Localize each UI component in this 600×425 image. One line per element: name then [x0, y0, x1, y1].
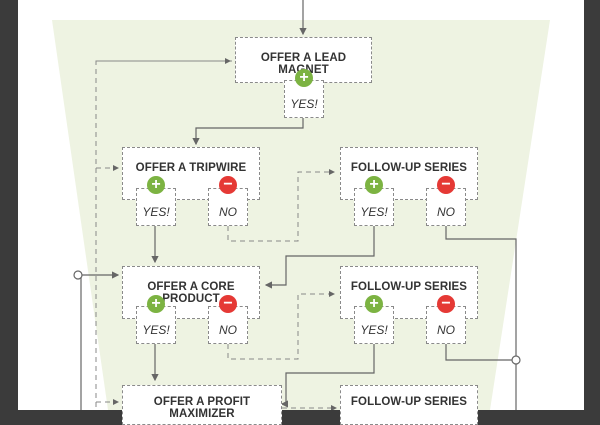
node-title: OFFER A CORE PRODUCT	[147, 281, 235, 305]
diagram-stage: OFFER A LEAD MAGNET YES! + OFFER A TRIPW…	[18, 0, 584, 425]
node-title: FOLLOW-UP SERIES	[350, 281, 468, 293]
connector-followup2-yes-to-profit	[280, 344, 375, 408]
followup1-no-branch: NO	[426, 188, 466, 226]
node-title: OFFER A PROFIT MAXIMIZER	[153, 396, 251, 420]
minus-icon: −	[219, 176, 237, 194]
minus-icon: −	[437, 176, 455, 194]
connector-followup1-no-exit	[445, 226, 517, 410]
connector-followup2-no-exit	[445, 344, 516, 361]
minus-icon: −	[219, 295, 237, 313]
node-profit-maximizer: OFFER A PROFIT MAXIMIZER	[122, 385, 282, 425]
plus-icon: +	[147, 176, 165, 194]
tripwire-yes-branch: YES!	[136, 188, 176, 226]
no-label: NO	[437, 205, 455, 219]
yes-label: YES!	[142, 205, 170, 219]
no-label: NO	[437, 323, 455, 337]
connector-core-no-to-followup	[227, 291, 335, 360]
no-label: NO	[219, 205, 237, 219]
node-title: OFFER A TRIPWIRE	[135, 162, 247, 174]
no-label: NO	[219, 323, 237, 337]
connector-tripwire-no-to-followup	[227, 169, 335, 242]
yes-label: YES!	[290, 97, 318, 111]
connector-lead-yes-to-tripwire	[192, 118, 304, 146]
lead-magnet-yes-branch: YES!	[284, 80, 324, 118]
yes-label: YES!	[360, 205, 388, 219]
minus-icon: −	[437, 295, 455, 313]
plus-icon: +	[295, 69, 313, 87]
plus-icon: +	[365, 176, 383, 194]
loop-node-right	[511, 355, 521, 365]
loop-node-left	[73, 270, 83, 280]
node-title: FOLLOW-UP SERIES	[350, 396, 468, 408]
yes-label: YES!	[142, 323, 170, 337]
yes-label: YES!	[360, 323, 388, 337]
connector-followup1-yes-to-core	[264, 226, 375, 289]
node-title: FOLLOW-UP SERIES	[350, 162, 468, 174]
node-followup-series-3: FOLLOW-UP SERIES	[340, 385, 478, 425]
plus-icon: +	[147, 295, 165, 313]
plus-icon: +	[365, 295, 383, 313]
